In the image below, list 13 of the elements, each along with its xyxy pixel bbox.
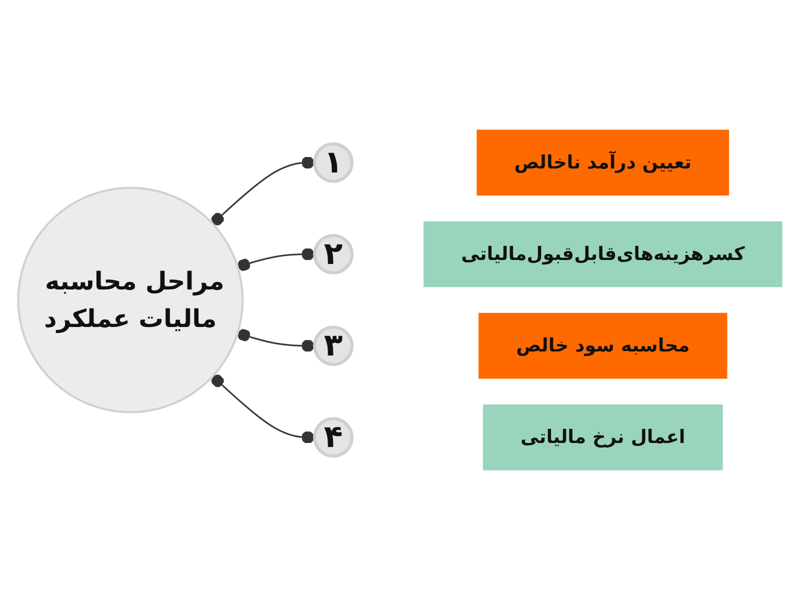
node-box: محاسبه سود خالص <box>478 312 728 379</box>
node-box: تعیین درآمد ناخالص <box>476 130 730 196</box>
node-box: اعمال نرخ مالیاتی <box>482 404 723 470</box>
connector <box>237 328 315 352</box>
node-circle: ۳ <box>313 326 354 366</box>
node-circle: ۱ <box>313 142 354 183</box>
node-circle: مراحل محاسبه مالیات عملکرد <box>17 186 244 414</box>
connector <box>211 374 315 444</box>
connector <box>211 156 315 226</box>
node-circle: ۲ <box>313 234 354 274</box>
node-circle: ۴ <box>313 417 354 458</box>
node-box: کسرهزینه‌های‌قابل‌قبول‌مالیاتی <box>424 221 782 288</box>
connector <box>237 248 315 272</box>
